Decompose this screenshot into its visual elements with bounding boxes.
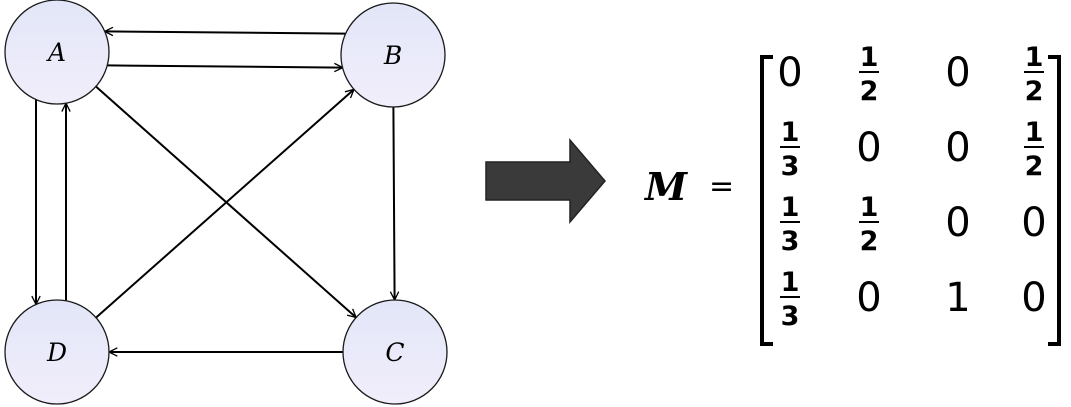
node-b: B (340, 2, 446, 108)
graph-nodes: A B C D (4, 0, 448, 405)
matrix-cell-r4-c1: 13 (780, 267, 800, 332)
fraction-numerator: 1 (1025, 42, 1044, 73)
node-a-circle (4, 0, 110, 105)
matrix-cell-r1-c4: 12 (1024, 42, 1044, 107)
graph-edges (36, 31, 395, 352)
matrix-cell-r1-c2: 12 (859, 42, 879, 107)
node-d-label: D (46, 338, 67, 367)
fraction-denominator: 2 (860, 76, 879, 107)
matrix-cell-r1-c3: 0 (945, 50, 970, 96)
matrix-cell-r1-c1: 0 (777, 50, 802, 96)
node-d: D (4, 299, 110, 405)
node-c-circle (342, 299, 448, 405)
matrix-cell-r4-c3: 1 (945, 275, 970, 321)
equals-sign: = (709, 169, 734, 204)
fraction-numerator: 1 (781, 192, 800, 223)
fraction-numerator: 1 (781, 267, 800, 298)
matrix-cell-r4-c4: 0 (1021, 275, 1046, 321)
matrix-value: 0 (945, 50, 970, 96)
matrix-value: 0 (856, 275, 881, 321)
transform-arrow-icon (485, 137, 606, 225)
matrix-cell-r4-c2: 0 (856, 275, 881, 321)
matrix-value: 1 (945, 275, 970, 321)
matrix-left-bracket (760, 55, 773, 346)
matrix-cell-r2-c1: 13 (780, 117, 800, 182)
fraction-denominator: 2 (860, 226, 879, 257)
matrix-value: 0 (945, 125, 970, 171)
node-d-circle (4, 299, 110, 405)
node-b-circle (340, 2, 446, 108)
node-c-label: C (385, 338, 404, 367)
edge-a-to-b (107, 65, 342, 67)
node-a-label: A (46, 38, 66, 67)
fraction-denominator: 3 (781, 301, 800, 332)
node-b-label: B (383, 41, 402, 70)
matrix-cell-r2-c2: 0 (856, 125, 881, 171)
edge-b-to-a (105, 31, 346, 33)
matrix-value: 0 (1021, 275, 1046, 321)
matrix-cell-r2-c3: 0 (945, 125, 970, 171)
fraction-denominator: 3 (781, 226, 800, 257)
node-c: C (342, 299, 448, 405)
matrix-cell-r2-c4: 12 (1024, 117, 1044, 182)
fraction-denominator: 2 (1025, 151, 1044, 182)
matrix-cell-r3-c4: 0 (1021, 200, 1046, 246)
fraction-numerator: 1 (860, 192, 879, 223)
node-a: A (4, 0, 110, 105)
matrix-value: 0 (1021, 200, 1046, 246)
matrix-cell-r3-c2: 12 (859, 192, 879, 257)
matrix-cell-r3-c3: 0 (945, 200, 970, 246)
edge-b-to-c (393, 106, 394, 300)
matrix-right-bracket (1048, 55, 1061, 346)
matrix-symbol: M (643, 164, 688, 209)
matrix-value: 0 (777, 50, 802, 96)
fraction-numerator: 1 (1025, 117, 1044, 148)
fraction-denominator: 3 (781, 151, 800, 182)
matrix-cell-r3-c1: 13 (780, 192, 800, 257)
fraction-numerator: 1 (781, 117, 800, 148)
matrix-value: 0 (856, 125, 881, 171)
matrix-value: 0 (945, 200, 970, 246)
edge-d-to-b (95, 89, 354, 319)
fraction-numerator: 1 (860, 42, 879, 73)
fraction-denominator: 2 (1025, 76, 1044, 107)
